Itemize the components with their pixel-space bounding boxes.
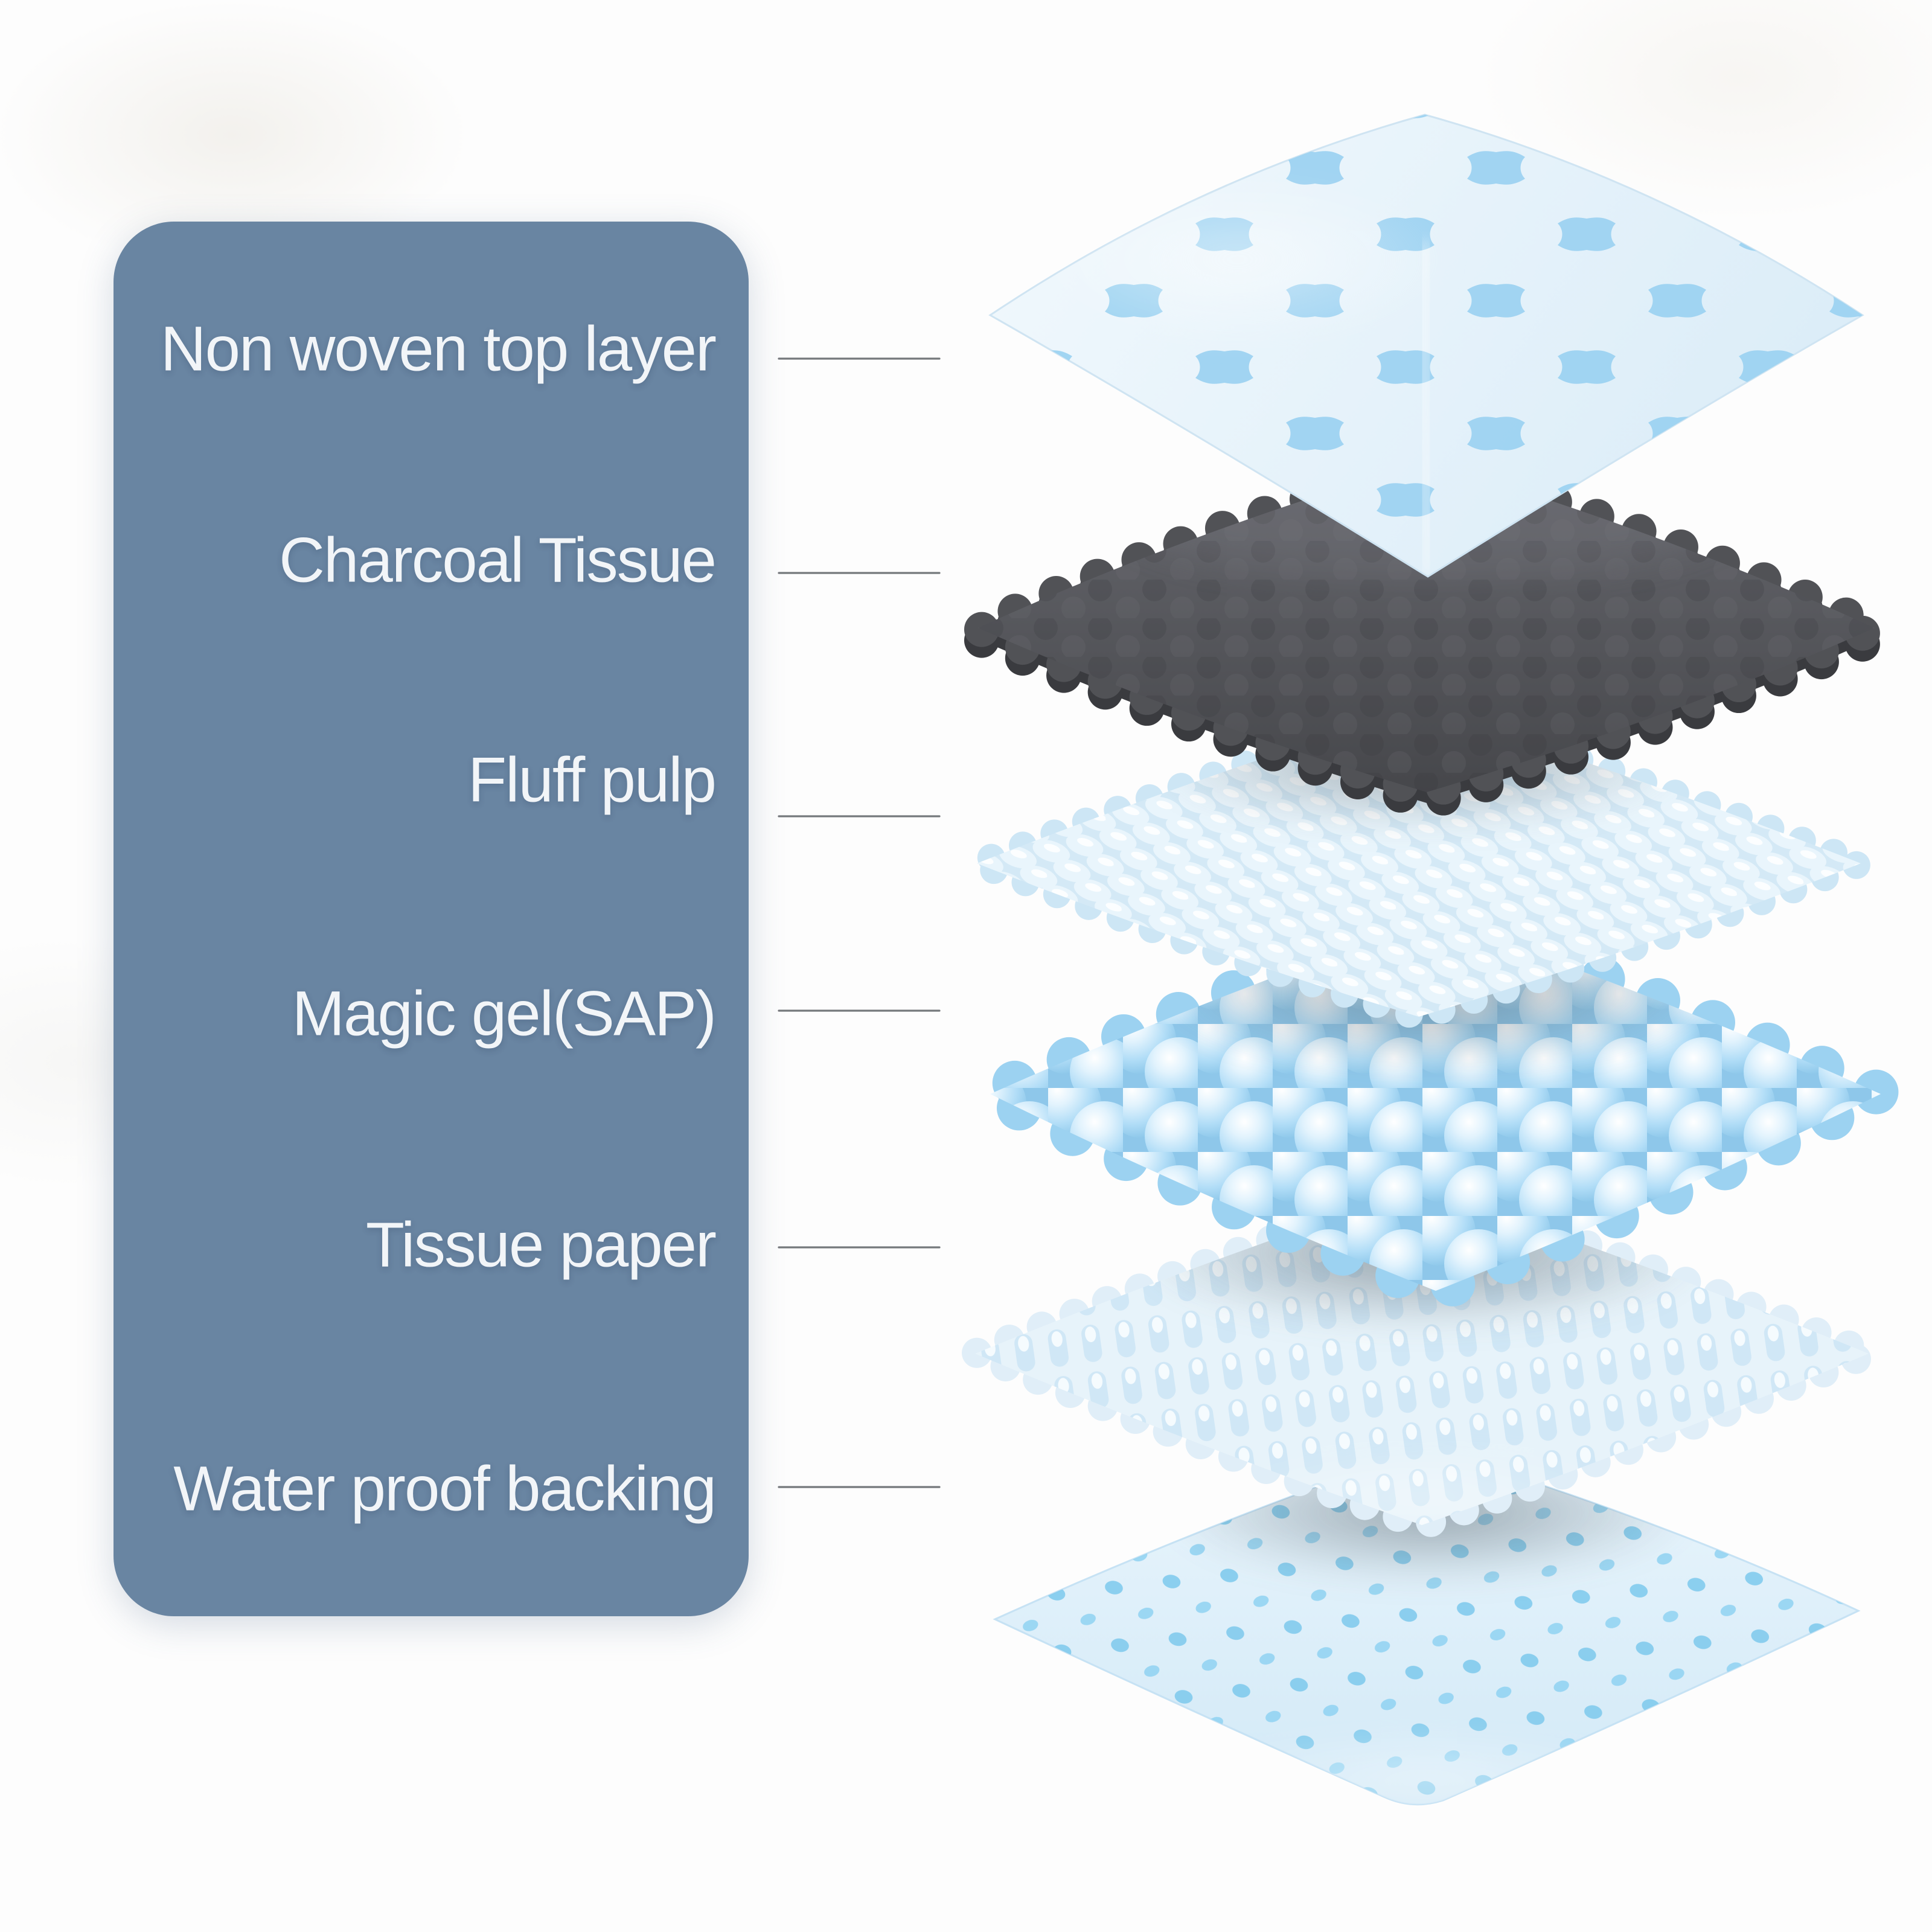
label-tissue-paper: Tissue paper: [365, 1209, 717, 1281]
label-magic-gel-sap: Magic gel(SAP): [292, 978, 717, 1049]
layer-non-woven-top: [989, 114, 1864, 578]
label-water-proof-backing: Water proof backing: [173, 1453, 717, 1524]
label-panel: [114, 222, 749, 1616]
label-charcoal-tissue: Charcoal Tissue: [279, 525, 717, 596]
label-fluff-pulp: Fluff pulp: [468, 744, 717, 816]
connector-lines: [778, 357, 941, 1488]
label-non-woven-top-layer: Non woven top layer: [160, 313, 717, 385]
